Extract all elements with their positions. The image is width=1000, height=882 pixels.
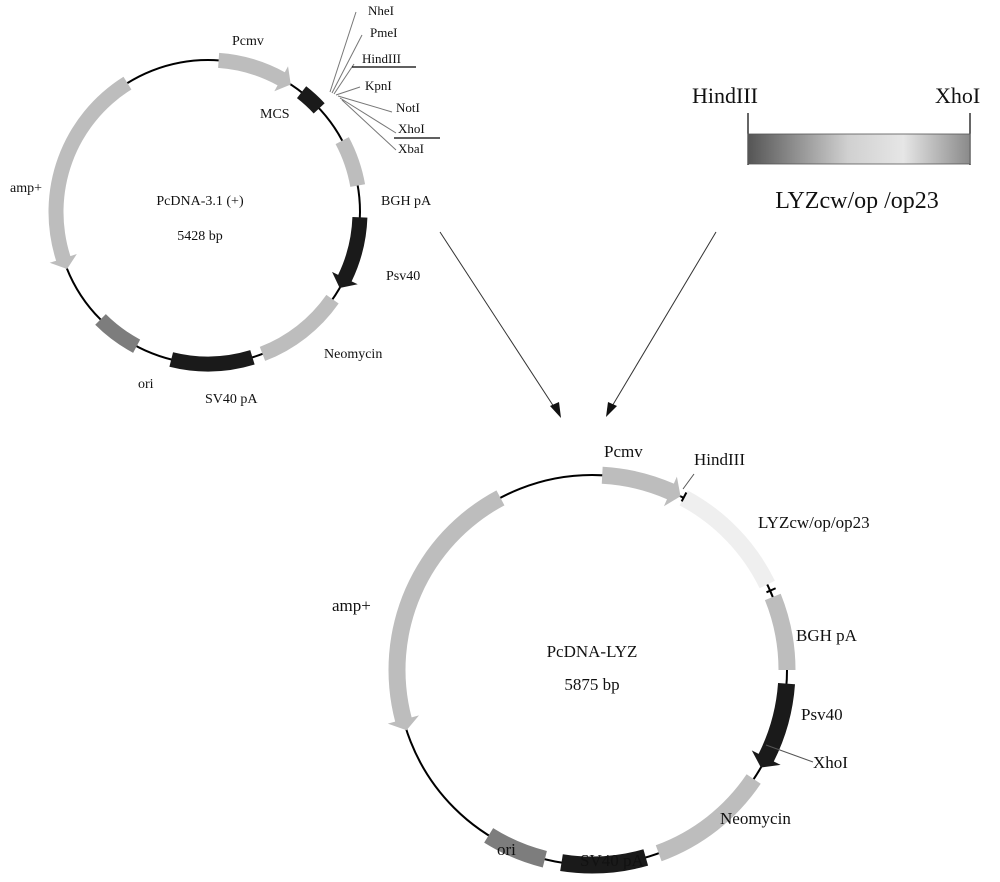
plasmid1-features — [48, 52, 368, 372]
plasmid2-insert-end-tick — [766, 587, 777, 594]
plasmid2-sv40pa-label: SV40 pA — [580, 851, 644, 870]
plasmid2-pcmv-label: Pcmv — [604, 442, 643, 461]
plasmid2-xhoi-label: XhoI — [813, 753, 848, 772]
site-nhei: NheI — [368, 3, 394, 18]
plasmid2-bgh-arc — [764, 593, 796, 670]
site-xhoi: XhoI — [398, 121, 425, 136]
plasmid1-neomycin-label: Neomycin — [324, 347, 382, 362]
plasmid1-bgh-label: BGH pA — [381, 194, 432, 209]
plasmid2-insert-label: LYZcw/op/op23 — [758, 513, 870, 532]
insert-right-site: XhoI — [935, 83, 980, 108]
mcs-site-labels: NheI PmeI HindIII KpnI NotI XhoI XbaI — [362, 3, 425, 156]
plasmid2-sv40pa-arc — [560, 849, 649, 874]
plasmid2-insert-arc — [679, 490, 775, 589]
plasmid2-ori-arc — [484, 828, 547, 868]
plasmid-pcdna-lyz: PcDNA-LYZ 5875 bp Pcmv HindIII LYZcw/op/… — [332, 442, 870, 874]
arrow-from-plasmid — [439, 231, 557, 411]
plasmid-pcdna31: PcDNA-3.1 (+) 5428 bp Pcmv MCS amp+ BGH … — [10, 3, 440, 407]
plasmid2-xhoi-leader — [765, 744, 814, 763]
site-kpni: KpnI — [365, 78, 392, 93]
plasmid1-neomycin-arc — [259, 294, 339, 361]
plasmid1-psv40-label: Psv40 — [386, 269, 420, 284]
plasmid1-pcmv-arc — [218, 52, 291, 92]
plasmid1-amp-arc — [48, 76, 132, 269]
plasmid1-mcs-label: MCS — [260, 107, 290, 122]
plasmid2-ori-label: ori — [497, 840, 516, 859]
plasmid1-bgh-arc — [335, 137, 366, 187]
cloning-arrows — [439, 231, 717, 418]
mcs-site-leaders — [329, 11, 397, 151]
plasmid2-amp-arc — [387, 490, 505, 731]
plasmid2-amp-label: amp+ — [332, 596, 371, 615]
insert-left-site: HindIII — [692, 83, 758, 108]
plasmid1-ori-arc — [95, 314, 141, 353]
plasmid1-mcs-arc — [296, 86, 325, 114]
plasmid2-psv40-label: Psv40 — [801, 705, 843, 724]
plasmid2-hindiii-tick — [680, 492, 688, 502]
plasmid1-ori-label: ori — [138, 377, 154, 392]
plasmid1-size: 5428 bp — [177, 229, 223, 244]
site-noti: NotI — [396, 100, 420, 115]
plasmid2-neomycin-label: Neomycin — [720, 809, 791, 828]
insert-fragment: HindIII XhoI LYZcw/op /op23 — [692, 83, 980, 214]
plasmid2-features — [387, 466, 796, 874]
arrow-from-plasmid-head — [550, 402, 561, 418]
site-xbai: XbaI — [398, 141, 424, 156]
plasmid2-pcmv-arc — [601, 466, 681, 507]
plasmid1-sv40pa-label: SV40 pA — [205, 392, 258, 407]
plasmid2-hindiii-leader — [682, 473, 695, 490]
insert-name: LYZcw/op /op23 — [775, 188, 939, 214]
insert-bar — [747, 133, 971, 165]
arrow-from-insert — [610, 231, 717, 409]
plasmid1-pcmv-label: Pcmv — [232, 34, 264, 49]
plasmid2-name: PcDNA-LYZ — [547, 642, 638, 661]
plasmid2-size: 5875 bp — [564, 675, 619, 694]
plasmid2-hindiii-label: HindIII — [694, 450, 745, 469]
plasmid2-bgh-label: BGH pA — [796, 626, 858, 645]
plasmid1-psv40-arc — [332, 217, 368, 288]
plasmid1-name: PcDNA-3.1 (+) — [156, 194, 244, 209]
plasmid2-psv40-arc — [751, 683, 796, 768]
site-pmei: PmeI — [370, 25, 397, 40]
plasmid1-amp-label: amp+ — [10, 181, 42, 196]
site-hindiii: HindIII — [362, 51, 401, 66]
plasmid2-neomycin-arc — [655, 774, 761, 862]
arrow-from-insert-head — [606, 402, 617, 417]
plasmid1-sv40pa-arc — [169, 350, 255, 372]
